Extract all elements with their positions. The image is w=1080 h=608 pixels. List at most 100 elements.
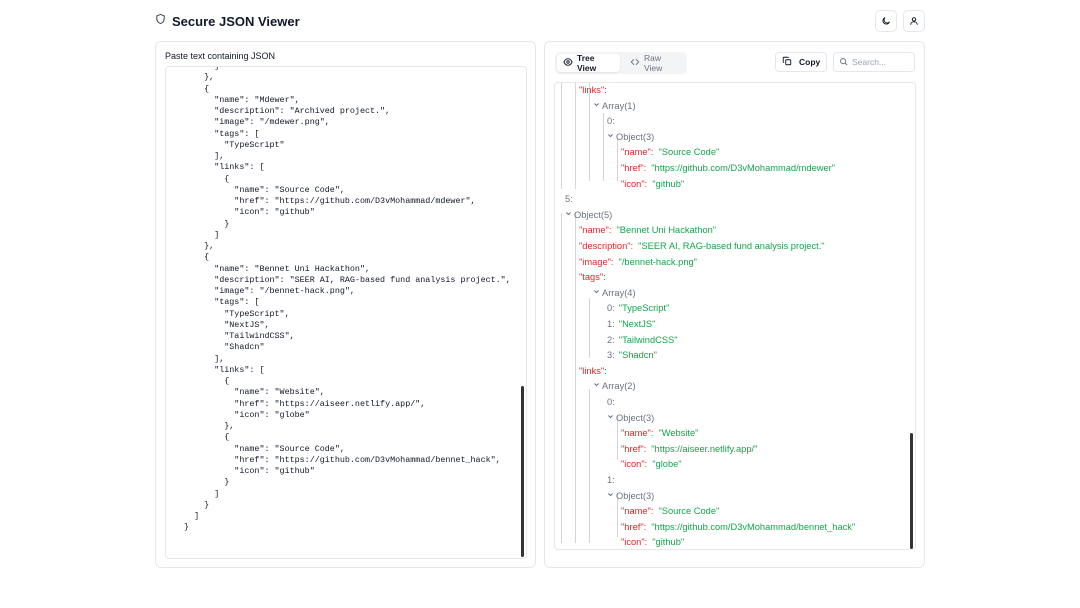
tree-row[interactable]: Array(1) xyxy=(593,100,636,112)
tree-guide xyxy=(575,83,576,189)
json-input-line: }, xyxy=(174,421,235,431)
tree-row[interactable]: Object(3) xyxy=(607,412,654,424)
json-input-line: { xyxy=(174,432,230,443)
search-input[interactable] xyxy=(852,57,914,67)
moon-icon xyxy=(881,14,891,29)
json-input-line: "links": [ xyxy=(174,162,265,173)
search-box xyxy=(833,52,915,72)
brand: Secure JSON Viewer xyxy=(155,10,300,32)
tree-index: 1: xyxy=(607,475,615,485)
tree-row: "links": xyxy=(579,365,607,377)
tree-node-type: Array(4) xyxy=(602,287,636,298)
tree-row[interactable]: Object(3) xyxy=(607,490,654,502)
tree-node-type: Array(1) xyxy=(602,100,636,111)
tree-guide xyxy=(603,113,604,181)
tree-row: "icon":"github" xyxy=(621,178,684,190)
input-scrollbar[interactable] xyxy=(521,386,524,557)
tree-value: "NextJS" xyxy=(618,319,656,329)
tree-row: "name":"Source Code" xyxy=(621,146,719,158)
tab-tree-view[interactable]: Tree View xyxy=(557,53,620,73)
user-menu-button[interactable] xyxy=(903,10,925,32)
app-title: Secure JSON Viewer xyxy=(172,13,300,29)
tree-node-type: Array(2) xyxy=(602,381,636,392)
json-input-line: "name": "Source Code", xyxy=(174,443,345,454)
tree-index: 2: xyxy=(607,334,615,345)
tree-index: 0: xyxy=(607,303,615,314)
json-input-panel: Paste text containing JSON ] }, { "name"… xyxy=(155,41,536,568)
json-input-line: } xyxy=(174,218,230,229)
copy-label: Copy xyxy=(799,57,821,67)
json-input-line: ], xyxy=(174,151,225,161)
tree-key: "links": xyxy=(579,85,607,95)
chevron-down-icon[interactable] xyxy=(593,380,602,392)
json-input-line: { xyxy=(174,83,210,94)
json-input-line: "NextJS", xyxy=(174,319,270,330)
tree-key: "name": xyxy=(621,428,654,439)
tree-node-type: Object(5) xyxy=(574,209,613,220)
tree-key: "href": xyxy=(621,521,647,532)
tree-guide xyxy=(617,416,618,460)
tree-value: "Bennet Uni Hackathon" xyxy=(616,225,717,236)
tree-key: "href": xyxy=(621,443,647,454)
tree-scrollbar[interactable] xyxy=(910,433,913,549)
json-input-line: "image": "/mdewer.png", xyxy=(174,117,330,128)
chevron-down-icon[interactable] xyxy=(607,490,616,502)
tree-row: 3:"Shadcn" xyxy=(607,349,657,361)
tree-key: "links": xyxy=(579,365,607,376)
json-input-line: { xyxy=(174,173,230,184)
tree-row: "name": "Bennet Uni Hackathon" xyxy=(579,224,716,236)
json-input-line: "icon": "github" xyxy=(174,207,315,218)
json-input-line: "TypeScript" xyxy=(174,139,285,150)
tree-guide xyxy=(589,83,590,181)
tree-key: "name": xyxy=(579,225,612,236)
json-input-line: "name": "Mdewer", xyxy=(174,94,300,105)
tree-guide xyxy=(561,213,562,543)
tree-value: "globe" xyxy=(652,459,682,470)
json-input-line: }, xyxy=(174,241,215,251)
tree-value: "Shadcn" xyxy=(618,350,657,361)
chevron-down-icon[interactable] xyxy=(607,131,616,143)
json-input-textarea[interactable]: ] }, { "name": "Mdewer", "description": … xyxy=(165,66,527,559)
chevron-down-icon[interactable] xyxy=(593,100,602,112)
shield-icon xyxy=(155,12,166,30)
tree-value: "github" xyxy=(652,537,685,548)
tree-guide xyxy=(617,493,618,537)
theme-toggle-button[interactable] xyxy=(875,10,897,32)
tree-guide xyxy=(561,83,562,189)
tree-row: "icon":"github" xyxy=(621,536,684,548)
tab-raw-view[interactable]: Raw View xyxy=(624,53,685,73)
tree-value: "Website" xyxy=(658,428,699,439)
tree-key: "href": xyxy=(621,163,647,173)
copy-button[interactable]: Copy xyxy=(775,52,827,72)
tree-key: "description": xyxy=(579,241,634,251)
json-input-line: "href": "https://github.com/D3vMohammad/… xyxy=(174,196,476,206)
chevron-down-icon[interactable] xyxy=(593,287,602,299)
tree-row[interactable]: Array(2) xyxy=(593,380,636,392)
json-tree: "links": Array(1) 0: Object(3) "name":"Sourc… xyxy=(554,82,916,550)
tree-row: "tags": xyxy=(579,271,606,283)
tree-value: "TypeScript" xyxy=(618,303,670,314)
chevron-down-icon[interactable] xyxy=(565,209,574,221)
tree-row[interactable]: Object(3) xyxy=(607,131,654,143)
json-input-line: "TypeScript", xyxy=(174,308,290,319)
tree-row: "links": xyxy=(579,84,607,96)
tree-index: 1: xyxy=(607,319,615,329)
tree-row: "icon": "globe" xyxy=(621,458,682,470)
tree-row[interactable]: Object(5) xyxy=(565,209,612,221)
chevron-down-icon[interactable] xyxy=(607,412,616,424)
app-header: Secure JSON Viewer xyxy=(155,10,925,32)
tree-value: "https://aiseer.netlify.app/" xyxy=(651,443,758,454)
tree-row[interactable]: Array(4) xyxy=(593,287,636,299)
tree-key: "name": xyxy=(621,506,654,517)
json-input-line: ] xyxy=(174,488,220,499)
tree-row: 0: xyxy=(607,396,615,408)
tree-key: "image": xyxy=(579,256,614,267)
tree-key: "name": xyxy=(621,147,654,158)
json-input-line: ] xyxy=(174,229,220,240)
tree-key: "icon": xyxy=(621,459,648,470)
json-input-line: } xyxy=(174,522,190,533)
tree-node-type: Object(3) xyxy=(616,490,655,501)
tree-guide xyxy=(617,139,618,181)
tree-value: "/bennet-hack.png" xyxy=(618,256,697,267)
json-input-line: "tags": [ xyxy=(174,128,260,139)
